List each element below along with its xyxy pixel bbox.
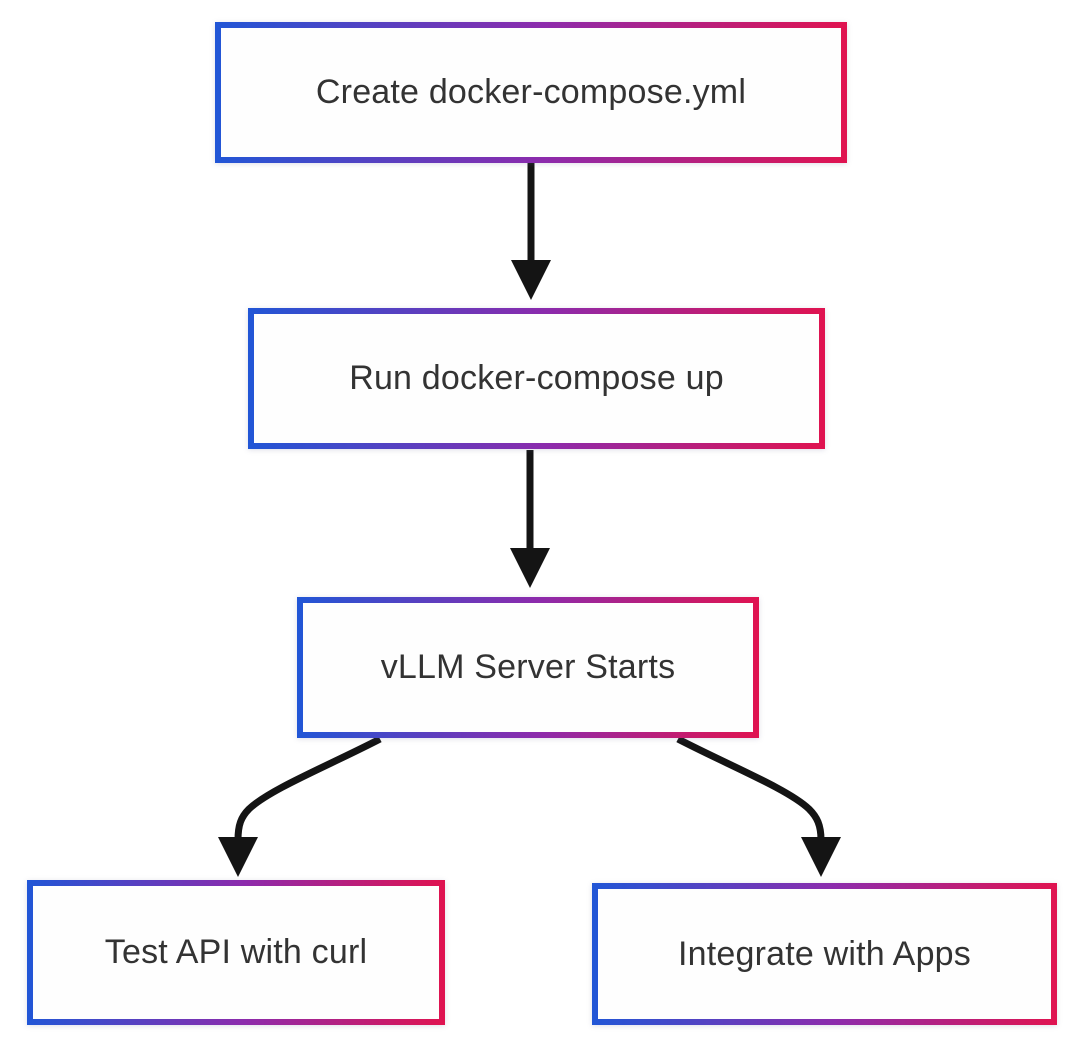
flow-node-create-compose: Create docker-compose.yml xyxy=(215,22,847,163)
edge-server-to-integrate-arrowhead xyxy=(801,837,841,877)
flow-node-run-compose: Run docker-compose up xyxy=(248,308,825,449)
flow-node-integrate: Integrate with Apps xyxy=(592,883,1057,1025)
node-label: vLLM Server Starts xyxy=(380,648,676,686)
node-label: Run docker-compose up xyxy=(349,359,724,397)
edge-run-to-server xyxy=(510,450,550,588)
edge-create-to-run xyxy=(511,163,551,300)
flow-node-integrate-body: Integrate with Apps xyxy=(598,889,1051,1019)
edge-run-to-server-arrowhead xyxy=(510,548,550,588)
edge-server-to-test xyxy=(218,735,382,877)
flow-node-run-compose-body: Run docker-compose up xyxy=(254,314,819,443)
edge-server-to-test-arrowhead xyxy=(218,837,258,877)
node-label: Test API with curl xyxy=(104,933,368,971)
flow-node-server-starts: vLLM Server Starts xyxy=(297,597,759,738)
node-label: Create docker-compose.yml xyxy=(315,73,747,111)
flow-node-server-starts-body: vLLM Server Starts xyxy=(303,603,753,732)
flow-node-test-api: Test API with curl xyxy=(27,880,445,1025)
flow-node-test-api-body: Test API with curl xyxy=(33,886,439,1019)
edge-create-to-run-arrowhead xyxy=(511,260,551,300)
edge-server-to-integrate xyxy=(676,735,841,877)
node-label: Integrate with Apps xyxy=(678,934,971,973)
flow-node-create-compose-body: Create docker-compose.yml xyxy=(221,28,841,157)
